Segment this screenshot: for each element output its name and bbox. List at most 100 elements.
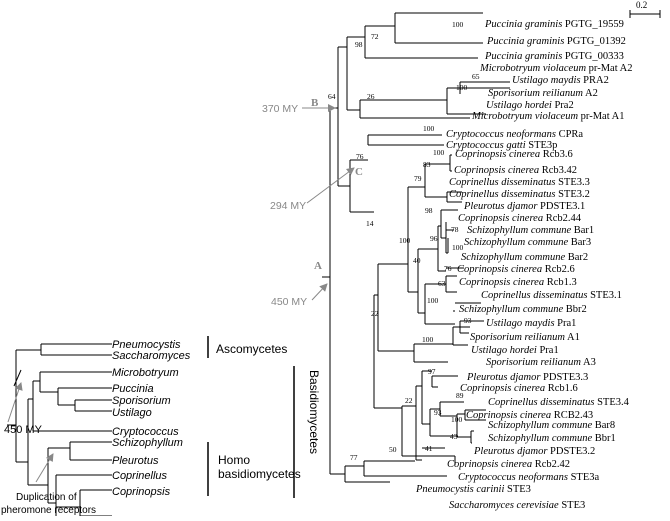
leaf-gene: Bar8 <box>592 420 615 431</box>
leaf-gene: PDSTE3.2 <box>547 446 595 457</box>
leaf-species: Sporisorium reilianum <box>488 88 583 99</box>
leaf-species: Sporisorium reilianum <box>470 332 565 343</box>
leaf-species: Ustilago hordei <box>471 345 537 356</box>
leaf-label: Pneumocystis carinii STE3 <box>415 484 531 495</box>
leaf-gene: Bbr1 <box>592 433 616 444</box>
leaf-gene: Rcb2.6 <box>542 264 575 275</box>
leaf-label: Schizophyllum commune Bar1 <box>467 225 594 236</box>
leaf-gene: PGTG_19559 <box>562 19 624 30</box>
leaf-species: Cryptococcus gatti <box>446 140 526 151</box>
leaf-gene: Bar3 <box>568 237 591 248</box>
bootstrap-value: 72 <box>371 32 379 41</box>
leaf-species: Schizophyllum commune <box>459 304 563 315</box>
leaf-gene: Bbr2 <box>563 304 587 315</box>
leaf-species: Coprinopsis cinerea <box>455 149 540 160</box>
bootstrap-value: 77 <box>350 453 358 462</box>
leaf-label: Coprinopsis cinerea RCB2.43 <box>466 410 593 421</box>
bootstrap-value: 100 <box>433 148 445 157</box>
bootstrap-value: 79 <box>414 174 422 183</box>
leaf-gene: PGTG_01392 <box>564 36 626 47</box>
leaf-label: Microbotryum violaceum pr-Mat A1 <box>471 111 625 122</box>
leaf-label: Coprinellus disseminatus STE3.2 <box>449 189 590 200</box>
leaf-species: Cryptococcus neoformans <box>458 472 568 483</box>
bootstrap-value: 100 <box>399 236 411 245</box>
node-a-label: A <box>314 260 322 272</box>
leaf-species: Saccharomyces cerevisiae <box>449 500 559 511</box>
leaf-label: Coprinopsis cinerea Rcb2.44 <box>458 213 582 224</box>
leaf-gene: A1 <box>565 332 580 343</box>
summary-leaf: Puccinia <box>112 383 154 395</box>
leaf-label: Ustilago hordei Pra2 <box>486 100 574 111</box>
leaf-label: Puccinia graminis PGTG_19559 <box>484 19 624 30</box>
leaf-species: Sporisorium reilianum <box>486 357 581 368</box>
leaf-label: Coprinopsis cinerea Rcb2.42 <box>447 459 570 470</box>
node-annotations: A B C 370 MY 294 MY 450 MY <box>262 97 363 308</box>
leaf-gene: Rcb3.6 <box>540 149 573 160</box>
bootstrap-value: 76 <box>444 264 452 273</box>
leaf-label: Puccinia graminis PGTG_00333 <box>484 51 624 62</box>
leaf-gene: STE3 <box>559 500 586 511</box>
leaf-gene: STE3.3 <box>555 177 589 188</box>
summary-leaf: Pleurotus <box>112 455 159 467</box>
bootstrap-value: 97 <box>428 367 436 376</box>
bootstrap-value: 89 <box>456 391 464 400</box>
leaf-species: Ustilago hordei <box>486 100 552 111</box>
summary-leaf: Sporisorium <box>112 395 171 407</box>
scale-bar: 0.2 <box>629 0 661 18</box>
leaf-label: Pleurotus djamor PDSTE3.3 <box>466 372 588 383</box>
leaf-label: Coprinellus disseminatus STE3.4 <box>488 397 630 408</box>
bootstrap-value: 100 <box>427 296 439 305</box>
bootstrap-value: 65 <box>472 72 480 81</box>
leaf-gene: Bar2 <box>565 252 588 263</box>
bootstrap-value: 83 <box>423 160 431 169</box>
age-370-label: 370 MY <box>262 103 298 115</box>
leaf-label: Coprinellus disseminatus STE3.3 <box>449 177 590 188</box>
leaf-gene: Pra1 <box>555 318 577 329</box>
leaf-label: Sporisorium reilianum A1 <box>470 332 580 343</box>
leaf-species: Coprinopsis cinerea <box>454 165 539 176</box>
leaf-label: Schizophyllum commune Bbr1 <box>488 433 616 444</box>
leaf-gene: CPRa <box>556 129 583 140</box>
summary-leaf: Coprinopsis <box>112 486 171 498</box>
bootstrap-value: 43 <box>450 432 458 441</box>
bootstrap-value: 76 <box>356 152 364 161</box>
leaf-species: Coprinopsis cinerea <box>460 383 545 394</box>
node-c-label: C <box>355 166 363 178</box>
leaf-gene: STE3.4 <box>594 397 629 408</box>
small-age-arrow-icon <box>7 382 23 423</box>
leaf-species: Coprinellus disseminatus <box>481 290 587 301</box>
leaf-species: Schizophyllum commune <box>467 225 571 236</box>
bootstrap-value: 78 <box>451 225 459 234</box>
bootstrap-value: 14 <box>366 219 374 228</box>
leaf-species: Puccinia graminis <box>486 36 564 47</box>
leaf-species: Coprinopsis cinerea <box>466 410 551 421</box>
leaf-species: Coprinellus disseminatus <box>488 397 594 408</box>
arrow-c-icon <box>306 167 355 204</box>
bootstrap-value: 41 <box>425 444 433 453</box>
age-450-label: 450 MY <box>271 296 307 308</box>
leaf-species: Pleurotus djamor <box>463 201 538 212</box>
leaf-gene: Bar1 <box>571 225 594 236</box>
leaf-species: Pneumocystis carinii <box>415 484 504 495</box>
leaf-species: Microbotryum violaceum <box>479 63 586 74</box>
bootstrap-value: 100 <box>456 83 468 92</box>
homo-label: Homo <box>218 453 250 467</box>
leaf-species: Puccinia graminis <box>484 51 562 62</box>
leaf-label: Puccinia graminis PGTG_01392 <box>486 36 626 47</box>
leaf-species: Coprinellus disseminatus <box>449 189 555 200</box>
bootstrap-value: 100 <box>422 335 434 344</box>
leaf-species: Ustilago maydis <box>512 75 581 86</box>
summary-leaf: Ustilago <box>112 407 152 419</box>
leaf-label: Schizophyllum commune Bar8 <box>488 420 615 431</box>
bootstrap-value: 96 <box>430 234 438 243</box>
leaf-label: Microbotryum violaceum pr-Mat A2 <box>479 63 633 74</box>
leaf-label: Coprinellus disseminatus STE3.1 <box>481 290 622 301</box>
leaf-gene: PRA2 <box>581 75 609 86</box>
bootstrap-value: 64 <box>328 92 336 101</box>
leaf-gene: PDSTE3.1 <box>537 201 585 212</box>
leaf-species: Microbotryum violaceum <box>471 111 578 122</box>
leaf-label: Sporisorium reilianum A2 <box>488 88 598 99</box>
summary-tree <box>7 343 112 520</box>
